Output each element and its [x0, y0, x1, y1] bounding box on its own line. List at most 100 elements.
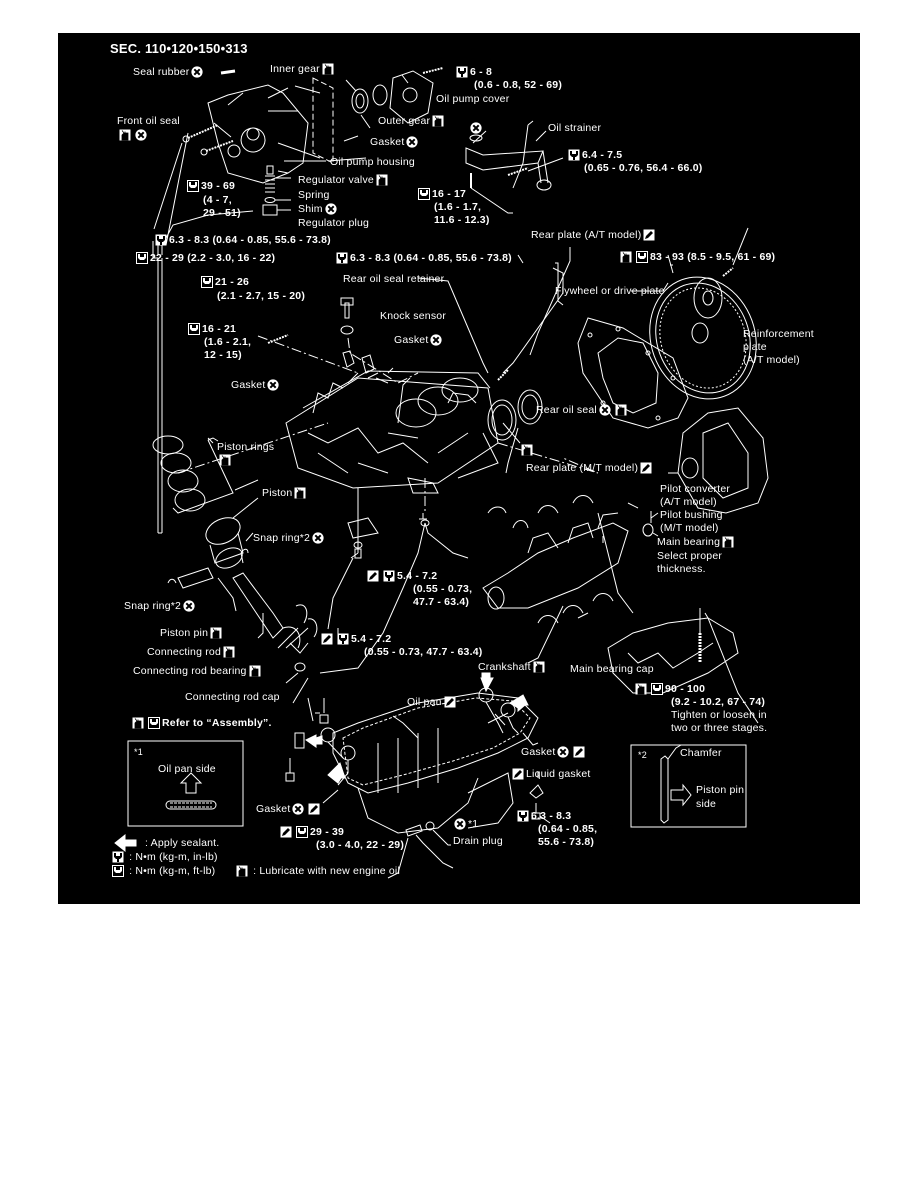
label-snap-ring-right: Snap ring*2: [253, 532, 326, 544]
label-rear-plate-at: Rear plate (A/T model): [531, 229, 657, 241]
exploded-engine-diagram: [114, 67, 769, 879]
label-rear-oil-seal-retainer: Rear oil seal retainer: [343, 273, 445, 285]
diagram-panel: SEC. 110•120•150•313 Seal rubber Inner g…: [58, 33, 860, 904]
oil-can-icon: [635, 683, 647, 695]
torque-wrench-icon: [148, 717, 160, 729]
inset1-mark: *1: [134, 747, 143, 757]
piston-rings-oil-icon: [217, 454, 233, 466]
label-flywheel-torque: 83 - 93 (8.5 - 9.5, 61 - 69): [618, 251, 775, 263]
label-pilot-bushing-1: Pilot bushing: [660, 509, 723, 521]
label-pilot-bushing-2: (M/T model): [660, 522, 719, 534]
x-circle-icon: [470, 122, 482, 134]
torque-wrench-icon: [296, 826, 308, 838]
label-main-bearing-note-2: thickness.: [657, 563, 706, 575]
label-plug-torque-a: 5.4 - 7.2: [365, 570, 437, 582]
label-gasket-pan-right: Gasket: [521, 746, 587, 758]
sealant-tube-icon: [444, 696, 456, 708]
label-reinforcement-plate-3: (A/T model): [743, 354, 800, 366]
torque-wrench-filled-icon: [517, 810, 529, 822]
flywheel-drawing: [649, 276, 757, 400]
oil-can-icon: [533, 661, 545, 673]
label-gasket-pump: Gasket: [370, 136, 420, 148]
strainer-seal-icon: [468, 122, 484, 134]
label-piston: Piston: [262, 487, 308, 499]
rear-plate-mt-drawing: [677, 407, 769, 514]
label-cap-torque-4: two or three stages.: [671, 722, 768, 734]
label-plug-torque-b: 5.4 - 7.2: [319, 633, 391, 645]
label-strainer-torque: 6.4 - 7.5: [566, 149, 622, 161]
label-cap-torque: 90 - 100: [633, 683, 705, 695]
label-pan-bolt-torque-2: (0.64 - 0.85,: [538, 823, 598, 835]
label-plug-torque-a-3: 47.7 - 63.4): [413, 596, 470, 608]
torque-wrench-filled-icon: [337, 633, 349, 645]
oil-can-icon: [521, 444, 533, 456]
legend-sealant-arrow-icon: [114, 833, 137, 853]
snap-ring-profile: [660, 755, 669, 824]
oil-can-icon: [119, 129, 131, 141]
x-circle-icon: [406, 136, 418, 148]
inset1-text: Oil pan side: [158, 763, 216, 775]
label-plug-torque-a-2: (0.55 - 0.73,: [413, 583, 473, 595]
rear-oil-seal-retainer-drawing: [447, 369, 543, 441]
oil-pump-gears-drawing: [351, 67, 444, 124]
label-regulator-plug-torque-2: (4 - 7,: [203, 194, 232, 206]
label-pump-bolt-torque-b: 22 - 29 (2.2 - 3.0, 16 - 22): [134, 252, 275, 264]
label-knock-sensor-torque-2: (2.1 - 2.7, 15 - 20): [217, 290, 306, 302]
x-circle-icon: [267, 379, 279, 391]
x-circle-icon: [312, 532, 324, 544]
oil-pump-housing-drawing: [207, 69, 334, 184]
label-connecting-rod-bearing: Connecting rod bearing: [133, 665, 263, 677]
x-circle-icon: [183, 600, 195, 612]
label-strainer-bolt-torque-2: (1.6 - 1.7,: [434, 201, 482, 213]
inset2-mark: *2: [638, 750, 647, 760]
label-plug-torque-b-2: (0.55 - 0.73, 47.7 - 63.4): [364, 646, 483, 658]
sealant-tube-icon: [643, 229, 655, 241]
x-circle-icon: [292, 803, 304, 815]
label-strainer-bolt-torque: 16 - 17: [416, 188, 466, 200]
oil-pan-drawing: [332, 692, 539, 834]
label-oil-strainer: Oil strainer: [548, 122, 602, 134]
piston-rings-drawing: [152, 435, 234, 514]
label-connecting-rod-cap: Connecting rod cap: [185, 691, 280, 703]
up-arrow-icon: [179, 772, 203, 794]
legend-nm-inlb: : N•m (kg-m, in-lb): [110, 851, 218, 863]
torque-wrench-filled-icon: [112, 851, 124, 863]
dipstick-oil-icon: [519, 444, 535, 456]
x-circle-icon: [135, 129, 147, 141]
label-front-oil-seal: Front oil seal: [117, 115, 180, 127]
label-piston-pin: Piston pin: [160, 627, 224, 639]
legend-lubricate: : Lubricate with new engine oil: [234, 865, 400, 877]
label-oil-pan: Oil pan: [407, 696, 458, 708]
torque-wrench-filled-icon: [456, 66, 468, 78]
torque-wrench-icon: [636, 251, 648, 263]
torque-wrench-icon: [136, 252, 148, 264]
connecting-rod-drawing: [232, 572, 318, 672]
label-pump-bolt-torque-a: 6.3 - 8.3 (0.64 - 0.85, 55.6 - 73.8): [153, 234, 331, 246]
label-pan-bolt-torque: 6.3 - 8.3: [515, 810, 571, 822]
torque-wrench-icon: [188, 323, 200, 335]
inset-chamfer-frame: [630, 744, 747, 828]
oil-can-icon: [223, 646, 235, 658]
label-piston-rings: Piston rings: [217, 441, 275, 453]
oil-pan-gasket-drawing: [320, 687, 519, 786]
label-knock-sensor: Knock sensor: [380, 310, 447, 322]
torque-wrench-filled-icon: [568, 149, 580, 161]
right-arrow-icon: [670, 783, 692, 807]
inset2-side-1: Piston pin: [696, 784, 745, 796]
label-oil-pump-housing: Oil pump housing: [330, 156, 415, 168]
rear-plate-at-drawing: [577, 317, 689, 429]
label-pilot-converter-1: Pilot converter: [660, 483, 731, 495]
torque-wrench-filled-icon: [336, 252, 348, 264]
inset-oil-pan-side-frame: [127, 740, 244, 827]
sealant-tube-icon: [640, 462, 652, 474]
regulator-valve-stack: [262, 165, 278, 216]
inset2-chamfer: Chamfer: [680, 747, 722, 759]
label-drain-torque-2: (3.0 - 4.0, 22 - 29): [316, 839, 405, 851]
pilot-converter-drawing: [642, 523, 654, 537]
label-strainer-torque-2: (0.65 - 0.76, 56.4 - 66.0): [584, 162, 703, 174]
label-main-bearing-note-1: Select proper: [657, 550, 723, 562]
oil-can-icon: [620, 251, 632, 263]
sealant-arrow-mark: [480, 672, 494, 693]
oil-can-icon: [219, 454, 231, 466]
label-reinforcement-plate-1: Reinforcement: [743, 328, 814, 340]
